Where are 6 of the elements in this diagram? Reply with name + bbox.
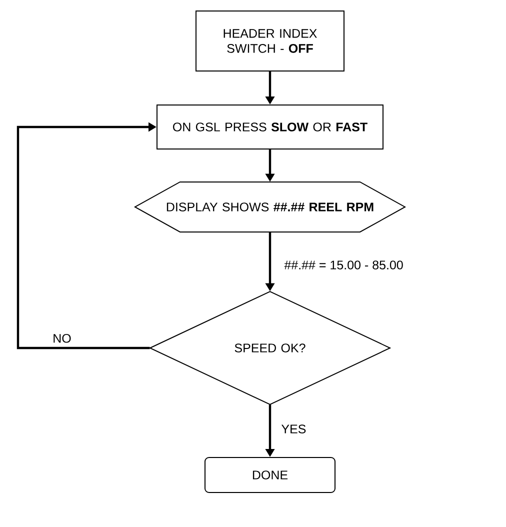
edge-label: ##.## = 15.00 - 85.00 [283,260,404,270]
edge-label: NO [52,332,72,344]
edge-label: YES [280,424,308,434]
process-box: ON GSL PRESS SLOW OR FAST [156,104,384,150]
terminal-box: DONE [204,457,336,493]
process-box: HEADER INDEX SWITCH - OFF [196,10,344,72]
